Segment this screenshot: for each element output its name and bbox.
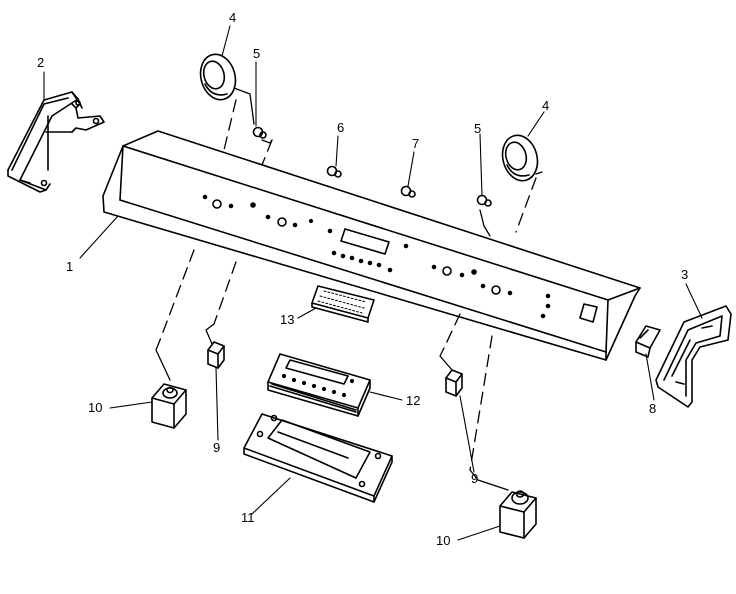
button-knob-7 bbox=[400, 185, 416, 198]
button-knob-5-right bbox=[476, 194, 492, 207]
callout-5-left: 5 bbox=[253, 46, 260, 61]
callout-8: 8 bbox=[649, 401, 656, 416]
callout-13: 13 bbox=[280, 312, 294, 327]
button-knob-6 bbox=[326, 165, 342, 178]
infinite-switch-right bbox=[499, 490, 537, 539]
button-knob-5-left bbox=[252, 126, 267, 139]
callout-9-right: 9 bbox=[471, 471, 478, 486]
control-mounting-bracket bbox=[243, 413, 393, 503]
callout-6: 6 bbox=[337, 120, 344, 135]
assembly-lines bbox=[159, 99, 537, 471]
callout-1: 1 bbox=[66, 259, 73, 274]
switch-9-left bbox=[207, 341, 225, 369]
callout-5-right: 5 bbox=[474, 121, 481, 136]
knob-bezel-left bbox=[199, 53, 237, 101]
electronic-clock-control bbox=[267, 353, 371, 417]
control-panel-backguard bbox=[102, 130, 641, 361]
callout-4-right: 4 bbox=[542, 98, 549, 113]
callout-11: 11 bbox=[241, 510, 255, 525]
switch-9-right bbox=[445, 369, 463, 397]
right-end-cap bbox=[655, 305, 732, 408]
knob-bezel-right bbox=[501, 134, 539, 182]
callout-4-left: 4 bbox=[229, 10, 236, 25]
callout-3: 3 bbox=[681, 267, 688, 282]
callout-2: 2 bbox=[37, 55, 44, 70]
callout-9-left: 9 bbox=[213, 440, 220, 455]
rocker-switch bbox=[635, 325, 661, 358]
callout-10-left: 10 bbox=[88, 400, 102, 415]
infinite-switch-left bbox=[151, 383, 187, 429]
left-end-cap bbox=[7, 91, 105, 193]
callout-12: 12 bbox=[406, 393, 420, 408]
display-lens bbox=[311, 285, 375, 323]
assembly-hooks bbox=[155, 87, 543, 491]
callout-10-right: 10 bbox=[436, 533, 450, 548]
leader-lines bbox=[43, 25, 703, 541]
callout-7: 7 bbox=[412, 136, 419, 151]
callout-labels: 1 2 3 4 4 5 5 6 7 8 9 9 10 10 11 12 13 bbox=[37, 10, 688, 548]
